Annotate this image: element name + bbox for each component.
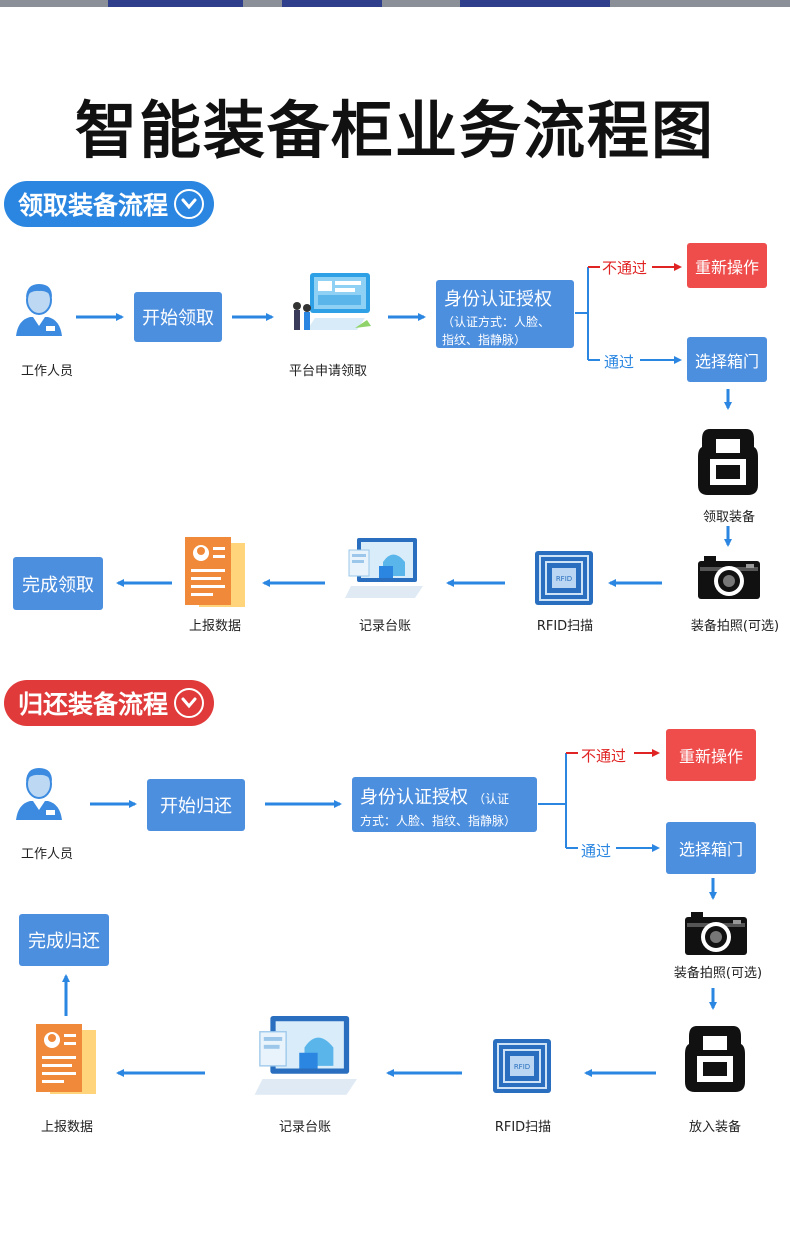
select-door-box: 选择箱门 bbox=[666, 822, 756, 874]
monitor-ledger-icon bbox=[252, 1008, 357, 1112]
retry-box: 重新操作 bbox=[687, 243, 767, 288]
select-door-box: 选择箱门 bbox=[687, 337, 767, 382]
retry-box: 重新操作 bbox=[666, 729, 756, 781]
cabinet-icon bbox=[683, 1022, 747, 1100]
report-label: 上报数据 bbox=[40, 1120, 93, 1135]
return-header-text: 归还装备流程 bbox=[18, 690, 169, 719]
rfid-tag-icon: RFID bbox=[492, 1038, 552, 1098]
collect-header-text: 领取装备流程 bbox=[18, 191, 169, 220]
page-title: 智能装备柜业务流程图 bbox=[74, 94, 715, 167]
finish-return-box: 完成归还 bbox=[19, 914, 109, 966]
collect-section-header: 领取装备流程 bbox=[4, 181, 214, 227]
photo-label: 装备拍照(可选) bbox=[690, 619, 780, 634]
start-collect-box: 开始领取 bbox=[134, 292, 222, 342]
photo-label: 装备拍照(可选) bbox=[673, 966, 763, 981]
branch-bracket bbox=[538, 753, 567, 848]
rfid-chip-text: RFID bbox=[514, 1063, 530, 1071]
rfid-tag-icon: RFID bbox=[534, 550, 594, 610]
auth-title: 身份认证授权 bbox=[360, 787, 468, 808]
fail-text: 不通过 bbox=[581, 747, 627, 765]
auth-box: 身份认证授权 （认证方式：人脸、 指纹、指静脉） bbox=[436, 280, 574, 348]
camera-icon bbox=[696, 553, 762, 605]
record-label: 记录台账 bbox=[278, 1120, 331, 1135]
platform-apply-icon bbox=[285, 268, 375, 347]
camera-icon bbox=[683, 909, 749, 961]
auth-box: 身份认证授权 （认证 方式：人脸、指纹、指静脉） bbox=[352, 777, 537, 832]
top-decor-strip bbox=[0, 0, 790, 7]
worker-label: 工作人员 bbox=[20, 847, 73, 862]
rfid-label: RFID扫描 bbox=[494, 1120, 552, 1135]
platform-label: 平台申请领取 bbox=[288, 364, 367, 379]
auth-detail-line1: （认证方式：人脸、 bbox=[442, 315, 551, 329]
worker-icon bbox=[14, 278, 64, 342]
finish-collect-box: 完成领取 bbox=[13, 557, 103, 610]
auth-detail: 方式：人脸、指纹、指静脉） bbox=[360, 814, 517, 828]
report-document-icon bbox=[34, 1022, 98, 1100]
record-label: 记录台账 bbox=[358, 619, 411, 634]
auth-detail-line2: 指纹、指静脉） bbox=[442, 333, 527, 347]
return-section-header: 归还装备流程 bbox=[4, 680, 214, 726]
put-equipment-label: 放入装备 bbox=[688, 1120, 741, 1135]
pass-text: 通过 bbox=[604, 353, 635, 371]
rfid-label: RFID扫描 bbox=[536, 619, 594, 634]
auth-small: （认证 bbox=[473, 792, 510, 806]
report-label: 上报数据 bbox=[188, 619, 241, 634]
take-equipment-label: 领取装备 bbox=[702, 510, 755, 525]
branch-bracket bbox=[575, 267, 589, 360]
rfid-chip-text: RFID bbox=[556, 575, 572, 583]
start-return-box: 开始归还 bbox=[147, 779, 245, 831]
report-document-icon bbox=[183, 535, 247, 613]
worker-icon bbox=[14, 762, 64, 826]
auth-title: 身份认证授权 bbox=[444, 289, 552, 310]
monitor-ledger-icon bbox=[343, 532, 423, 612]
fail-text: 不通过 bbox=[602, 259, 648, 277]
chevron-down-icon bbox=[174, 688, 205, 718]
chevron-down-icon bbox=[174, 189, 205, 219]
pass-text: 通过 bbox=[581, 842, 612, 860]
cabinet-icon bbox=[696, 425, 760, 503]
worker-label: 工作人员 bbox=[20, 364, 73, 379]
